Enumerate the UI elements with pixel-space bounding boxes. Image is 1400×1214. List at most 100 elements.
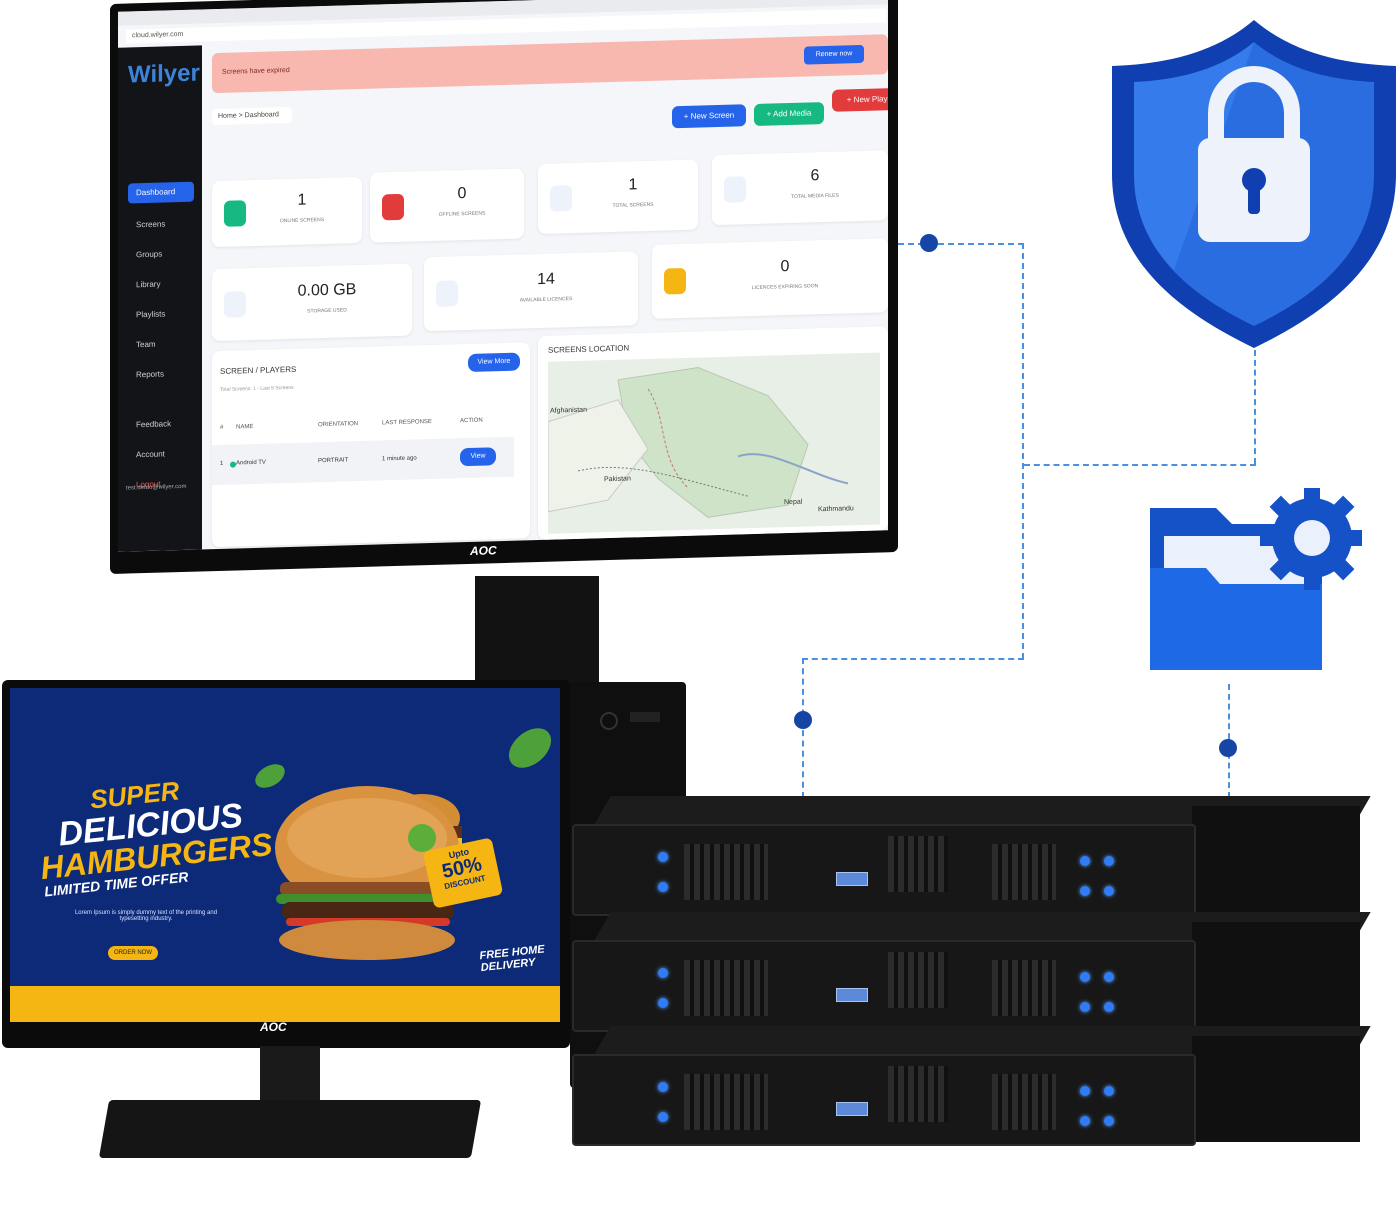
- renew-button[interactable]: Renew now: [804, 44, 864, 65]
- stat-label: Available licences: [519, 296, 573, 304]
- stat-card[interactable]: 0Licences expiring soon: [652, 238, 888, 319]
- sidebar-item-groups[interactable]: Groups: [136, 249, 163, 260]
- sidebar-item-dashboard[interactable]: Dashboard: [128, 181, 194, 204]
- status-led-icon: [658, 1112, 668, 1122]
- basil-leaf-icon: [508, 728, 552, 768]
- view-screen-button[interactable]: View: [460, 447, 496, 467]
- stat-card[interactable]: 6Total media files: [712, 150, 888, 226]
- vent-grille: [992, 1074, 1056, 1130]
- table-header: NAME: [236, 423, 254, 431]
- server-panel: [1192, 922, 1360, 1028]
- sidebar-item-reports[interactable]: Reports: [136, 369, 165, 380]
- vent-grille: [684, 1074, 768, 1130]
- connector-dot: [794, 711, 812, 729]
- connector-line: [802, 658, 1024, 660]
- stat-icon: [382, 193, 404, 221]
- table-cell-last_response: 1 minute ago: [382, 455, 417, 463]
- status-led-icon: [658, 882, 668, 892]
- vent-grille: [888, 836, 948, 892]
- stat-card[interactable]: 0Offline screens: [370, 168, 524, 243]
- sidebar-item-account[interactable]: Account: [136, 449, 165, 460]
- status-led-icon: [1080, 1116, 1090, 1126]
- usb-port-icon: [836, 1102, 868, 1116]
- stat-card[interactable]: 1Online screens: [212, 176, 362, 248]
- map-label: Kathmandu: [818, 505, 854, 514]
- ad-body-text: Lorem Ipsum is simply dummy text of the …: [74, 910, 218, 922]
- map-label: Pakistan: [604, 475, 631, 484]
- stat-icon: [724, 176, 746, 203]
- usb-port-icon: [630, 712, 660, 722]
- server-panel: [572, 1054, 1196, 1146]
- stat-label: Total screens: [612, 201, 654, 209]
- connector-line: [1024, 464, 1256, 466]
- status-led-icon: [1104, 1116, 1114, 1126]
- status-led-icon: [658, 852, 668, 862]
- action-button-1[interactable]: + New Screen: [672, 104, 746, 129]
- stat-value: 6: [810, 167, 820, 185]
- table-cell-orientation: PORTRAIT: [318, 457, 349, 465]
- stat-card[interactable]: 0.00 GB Storage used: [212, 263, 412, 342]
- stat-icon: [224, 291, 246, 318]
- stat-value: 0.00 GB: [297, 281, 357, 300]
- usb-port-icon: [836, 988, 868, 1002]
- stat-icon: [550, 185, 572, 212]
- aoc-logo: AOC: [470, 543, 497, 558]
- connector-dot: [920, 234, 938, 252]
- stat-card[interactable]: 1Total screens: [538, 159, 698, 235]
- sidebar-item-feedback[interactable]: Feedback: [136, 419, 172, 430]
- vent-grille: [684, 844, 768, 900]
- stat-value: 0: [457, 185, 467, 203]
- status-led-icon: [1104, 972, 1114, 982]
- vent-grille: [888, 1066, 948, 1122]
- vent-grille: [888, 952, 948, 1008]
- table-header: ORIENTATION: [318, 421, 359, 429]
- breadcrumb[interactable]: Home > Dashboard: [212, 106, 292, 126]
- stat-value: 1: [628, 176, 638, 194]
- stat-card[interactable]: 14Available licences: [424, 251, 638, 332]
- aoc-logo: AOC: [260, 1020, 287, 1034]
- rack-server: [572, 1026, 1371, 1146]
- wilyer-logo[interactable]: Wilyer: [128, 59, 200, 89]
- server-panel: [572, 940, 1196, 1032]
- action-button-3[interactable]: + New Playlist: [832, 87, 888, 112]
- status-led-icon: [1080, 1086, 1090, 1096]
- players-panel: SCREEN / PLAYERS Total Screens: 1 - Last…: [212, 342, 530, 548]
- view-more-button[interactable]: View More: [468, 352, 520, 373]
- order-now-button[interactable]: ORDER NOW: [108, 946, 158, 960]
- players-panel-title: SCREEN / PLAYERS: [220, 364, 297, 376]
- map-terrain: [548, 367, 849, 518]
- stat-icon: [224, 200, 246, 227]
- sidebar-item-team[interactable]: Team: [136, 339, 156, 350]
- vent-grille: [992, 960, 1056, 1016]
- connector-line: [1022, 243, 1024, 659]
- server-panel: [1192, 1036, 1360, 1142]
- status-led-icon: [1080, 856, 1090, 866]
- sidebar-item-screens[interactable]: Screens: [136, 219, 166, 230]
- connector-dot: [1219, 739, 1237, 757]
- burger-image: [275, 786, 462, 960]
- ad-bottom-strip: [10, 986, 560, 1022]
- stat-label: Online screens: [279, 217, 325, 225]
- status-led-icon: [658, 1082, 668, 1092]
- table-header: LAST RESPONSE: [382, 419, 432, 427]
- stat-icon: [436, 280, 458, 307]
- map-panel-title: SCREENS LOCATION: [548, 343, 630, 355]
- map-label: Nepal: [784, 498, 803, 507]
- stat-value: 1: [297, 191, 307, 209]
- basil-leaf-icon: [255, 764, 285, 788]
- ad-monitor-stand: [260, 1046, 320, 1108]
- stat-label: Storage used: [307, 307, 347, 315]
- vent-grille: [684, 960, 768, 1016]
- players-panel-subtitle: Total Screens: 1 - Last 5 Screens: [220, 384, 294, 393]
- ad-screen: SUPER DELICIOUS HAMBURGERS LIMITED TIME …: [10, 688, 560, 1022]
- free-delivery-text: FREE HOME DELIVERY: [478, 943, 546, 975]
- action-button-2[interactable]: + Add Media: [754, 102, 824, 127]
- stat-icon: [664, 267, 686, 295]
- sidebar-item-playlists[interactable]: Playlists: [136, 309, 166, 320]
- ad-monitor-base: [98, 1100, 482, 1158]
- sidebar-item-library[interactable]: Library: [136, 279, 161, 290]
- rack-server: [572, 912, 1371, 1032]
